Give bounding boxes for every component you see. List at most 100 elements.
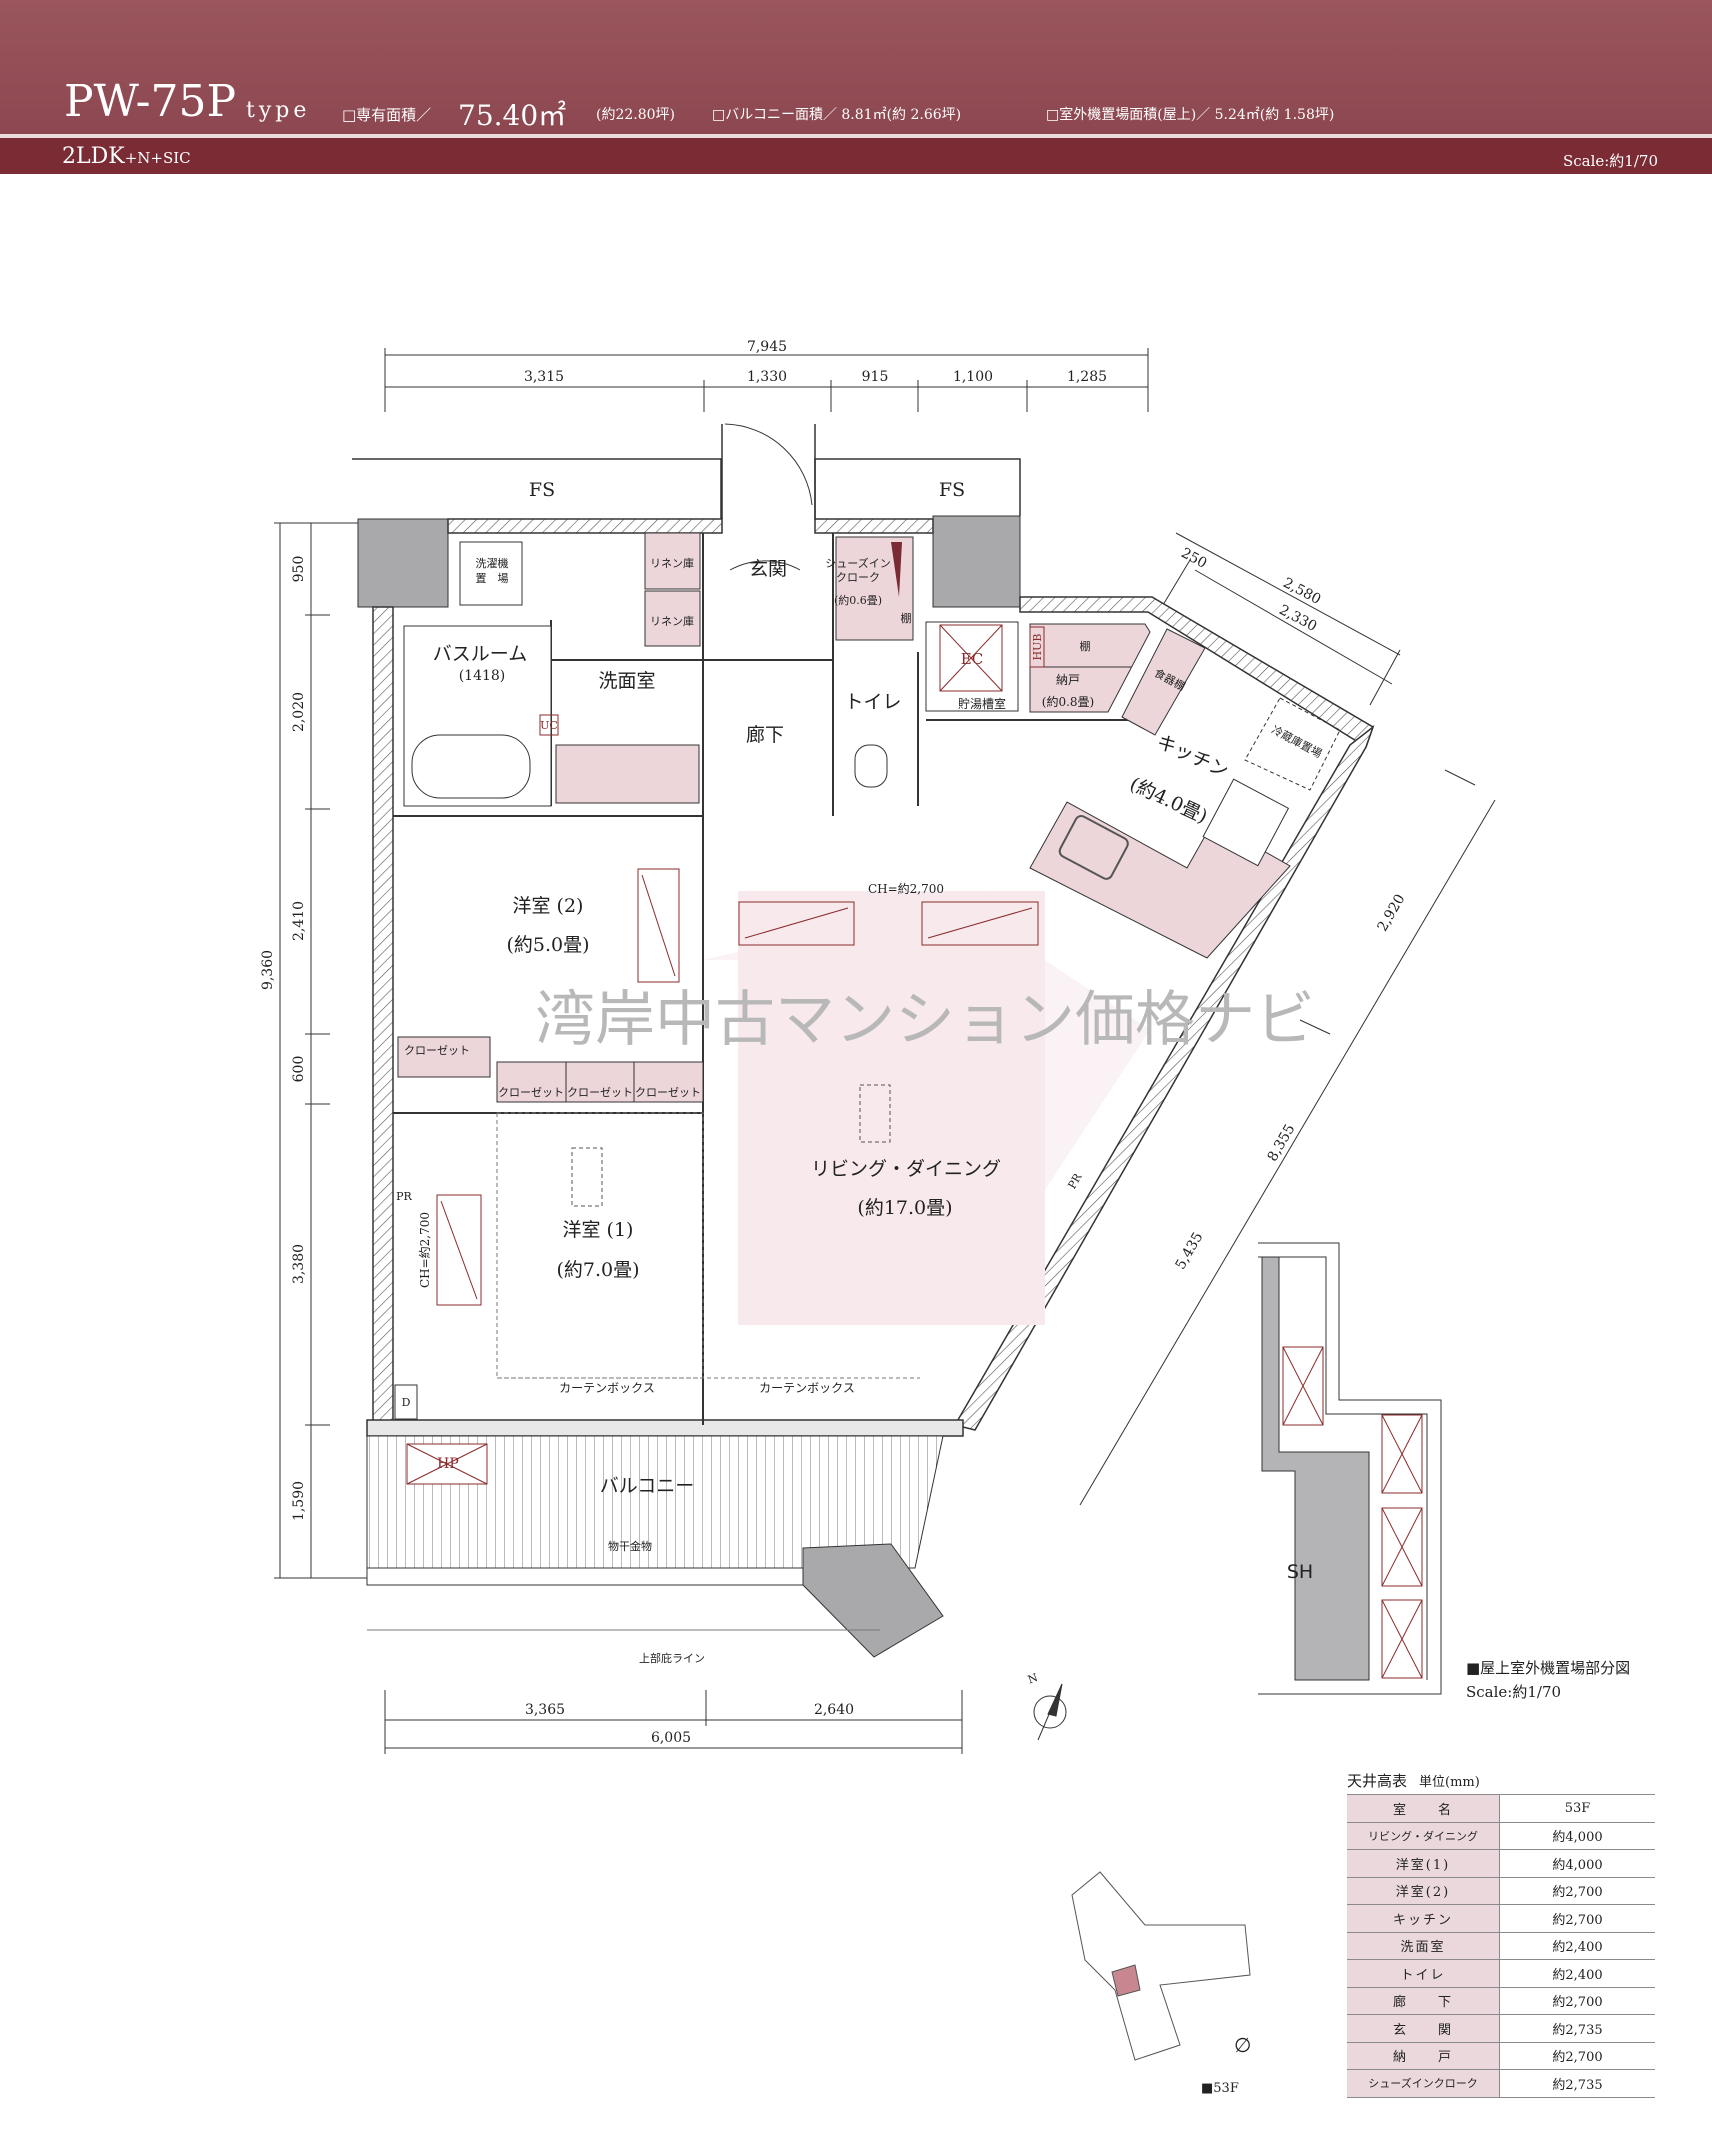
linen-label-1: リネン庫	[650, 556, 694, 570]
dim-top-1: 3,315	[524, 369, 564, 385]
kitchen-size: (約4.0畳)	[1126, 773, 1211, 828]
sh-label: SH	[1287, 1561, 1313, 1583]
water-tank-label: 貯湯槽室	[958, 696, 1006, 711]
toilet-label: トイレ	[844, 691, 901, 713]
type-suffix: type	[246, 98, 311, 123]
bedroom2-size: (約5.0畳)	[506, 934, 589, 956]
bathtub	[411, 734, 531, 799]
column-left	[357, 518, 449, 608]
keyplan-icon	[1071, 1871, 1251, 2061]
storage-room	[1029, 623, 1151, 713]
table-row: キッチン 約2,700	[1347, 1905, 1655, 1933]
balcony-rail	[366, 1567, 808, 1586]
closet-label-3: クローゼット	[567, 1086, 633, 1099]
column-right	[932, 515, 1021, 608]
table-row: 納 戸約2,700	[1347, 2042, 1655, 2070]
uc-label: UC	[540, 719, 558, 732]
ec-unit-icon	[939, 624, 1003, 692]
balcony-pillar	[802, 1543, 944, 1658]
ceiling-height: 約2,400	[1552, 1940, 1603, 1956]
entrance-label: 玄関	[749, 558, 787, 580]
skylight-windows	[436, 868, 1039, 1306]
ceiling-height: 約2,700	[1552, 1912, 1603, 1928]
closet-row	[496, 1061, 704, 1103]
closet-label-4: クローゼット	[635, 1086, 701, 1099]
pr-label-right: PR	[1065, 1171, 1084, 1192]
dim-top-2: 1,330	[747, 369, 787, 385]
ceiling-height: 約2,700	[1552, 1995, 1603, 2011]
shelf-marker	[891, 542, 902, 597]
room-name: 洗面室	[1347, 1932, 1500, 1959]
dim-left-4: 600	[291, 1056, 307, 1083]
exterior-walls	[366, 518, 1375, 1437]
dim-diag-4: 2,920	[1375, 892, 1409, 935]
room-name: シューズインクローク	[1347, 2070, 1500, 2097]
exclusive-area-value: 75.40㎡	[458, 99, 567, 132]
table-caption: 天井高表単位(mm)	[1347, 1770, 1655, 1794]
ceiling-height-bedroom1: CH=約2,700	[417, 1212, 432, 1288]
dim-top-total: 7,945	[747, 339, 787, 355]
ceiling-height: 約2,735	[1552, 2022, 1603, 2038]
heat-pump-unit	[406, 1443, 488, 1485]
ceiling-height: 約2,700	[1552, 1885, 1603, 1901]
d-label: D	[402, 1396, 411, 1409]
compass-north: N	[1026, 1671, 1040, 1687]
top-dimensions	[384, 348, 1149, 412]
linen-closet-2	[644, 590, 701, 647]
bottom-dimensions	[384, 1690, 963, 1754]
dim-left-total: 9,360	[260, 950, 276, 990]
storage-label: 納戸	[1056, 673, 1080, 687]
entrance-door	[729, 560, 801, 571]
room-name: リビング・ダイニング	[1347, 1822, 1500, 1849]
water-tank-room	[925, 621, 1019, 712]
ceiling-height: 約2,400	[1552, 1967, 1603, 1983]
balcony	[366, 1435, 944, 1569]
exclusive-area-label: □専有面積／	[342, 106, 432, 124]
ceiling-height: 約4,000	[1552, 1830, 1603, 1846]
washroom-label: 洗面室	[598, 670, 655, 692]
hp-label: HP	[437, 1456, 459, 1472]
type-code: PW-75P	[64, 76, 237, 127]
eave-line-label: 上部庇ライン	[639, 1651, 705, 1665]
layout-suffix: +N+SIC	[124, 149, 191, 167]
laundry-label-1: 洗濯機	[476, 556, 509, 570]
living-size: (約17.0畳)	[857, 1197, 952, 1219]
dim-top-5: 1,285	[1067, 369, 1107, 385]
room-name: 洋室(2)	[1347, 1877, 1500, 1904]
table-unit: 単位(mm)	[1419, 1775, 1480, 1790]
stove	[1202, 778, 1290, 867]
ceiling-height: 約4,000	[1552, 1857, 1603, 1873]
kitchen-label: キッチン	[1153, 731, 1231, 783]
fridge-label: 冷蔵庫置場	[1269, 722, 1324, 760]
dim-top-3: 915	[862, 369, 889, 385]
fridge-space	[1244, 697, 1341, 791]
closet-label-1: クローゼット	[404, 1044, 470, 1057]
bedroom1-size: (約7.0畳)	[556, 1259, 639, 1281]
room-name: キッチン	[1347, 1905, 1500, 1932]
dim-left-3: 2,410	[291, 901, 307, 941]
hub-label: HUB	[1031, 634, 1044, 661]
living-area-fill	[738, 891, 1045, 1325]
bedroom1-label: 洋室 (1)	[563, 1219, 634, 1241]
ceiling-height: 約2,735	[1552, 2077, 1603, 2093]
dim-left-2: 2,020	[291, 692, 307, 732]
balcony-label: バルコニー	[600, 1475, 695, 1497]
layout-type: 2LDK+N+SIC	[62, 144, 191, 169]
ceiling-height: 約2,700	[1552, 2050, 1603, 2066]
ec-label: EC	[961, 650, 983, 668]
layout-label: 2LDK	[62, 144, 125, 169]
room-name: 廊 下	[1347, 1987, 1500, 2014]
linen-closet-1	[644, 532, 701, 590]
sic-label-2: クローク	[836, 571, 880, 584]
fs-label-right: FS	[939, 479, 965, 501]
roof-unit-plan	[1258, 1242, 1442, 1695]
cupboard	[1121, 628, 1206, 736]
curtain-box-1: カーテンボックス	[559, 1381, 655, 1395]
dim-diag-6: 5,435	[1173, 1230, 1207, 1273]
kitchen-sink	[1058, 815, 1129, 880]
ceiling-height-living: CH=約2,700	[868, 881, 944, 896]
